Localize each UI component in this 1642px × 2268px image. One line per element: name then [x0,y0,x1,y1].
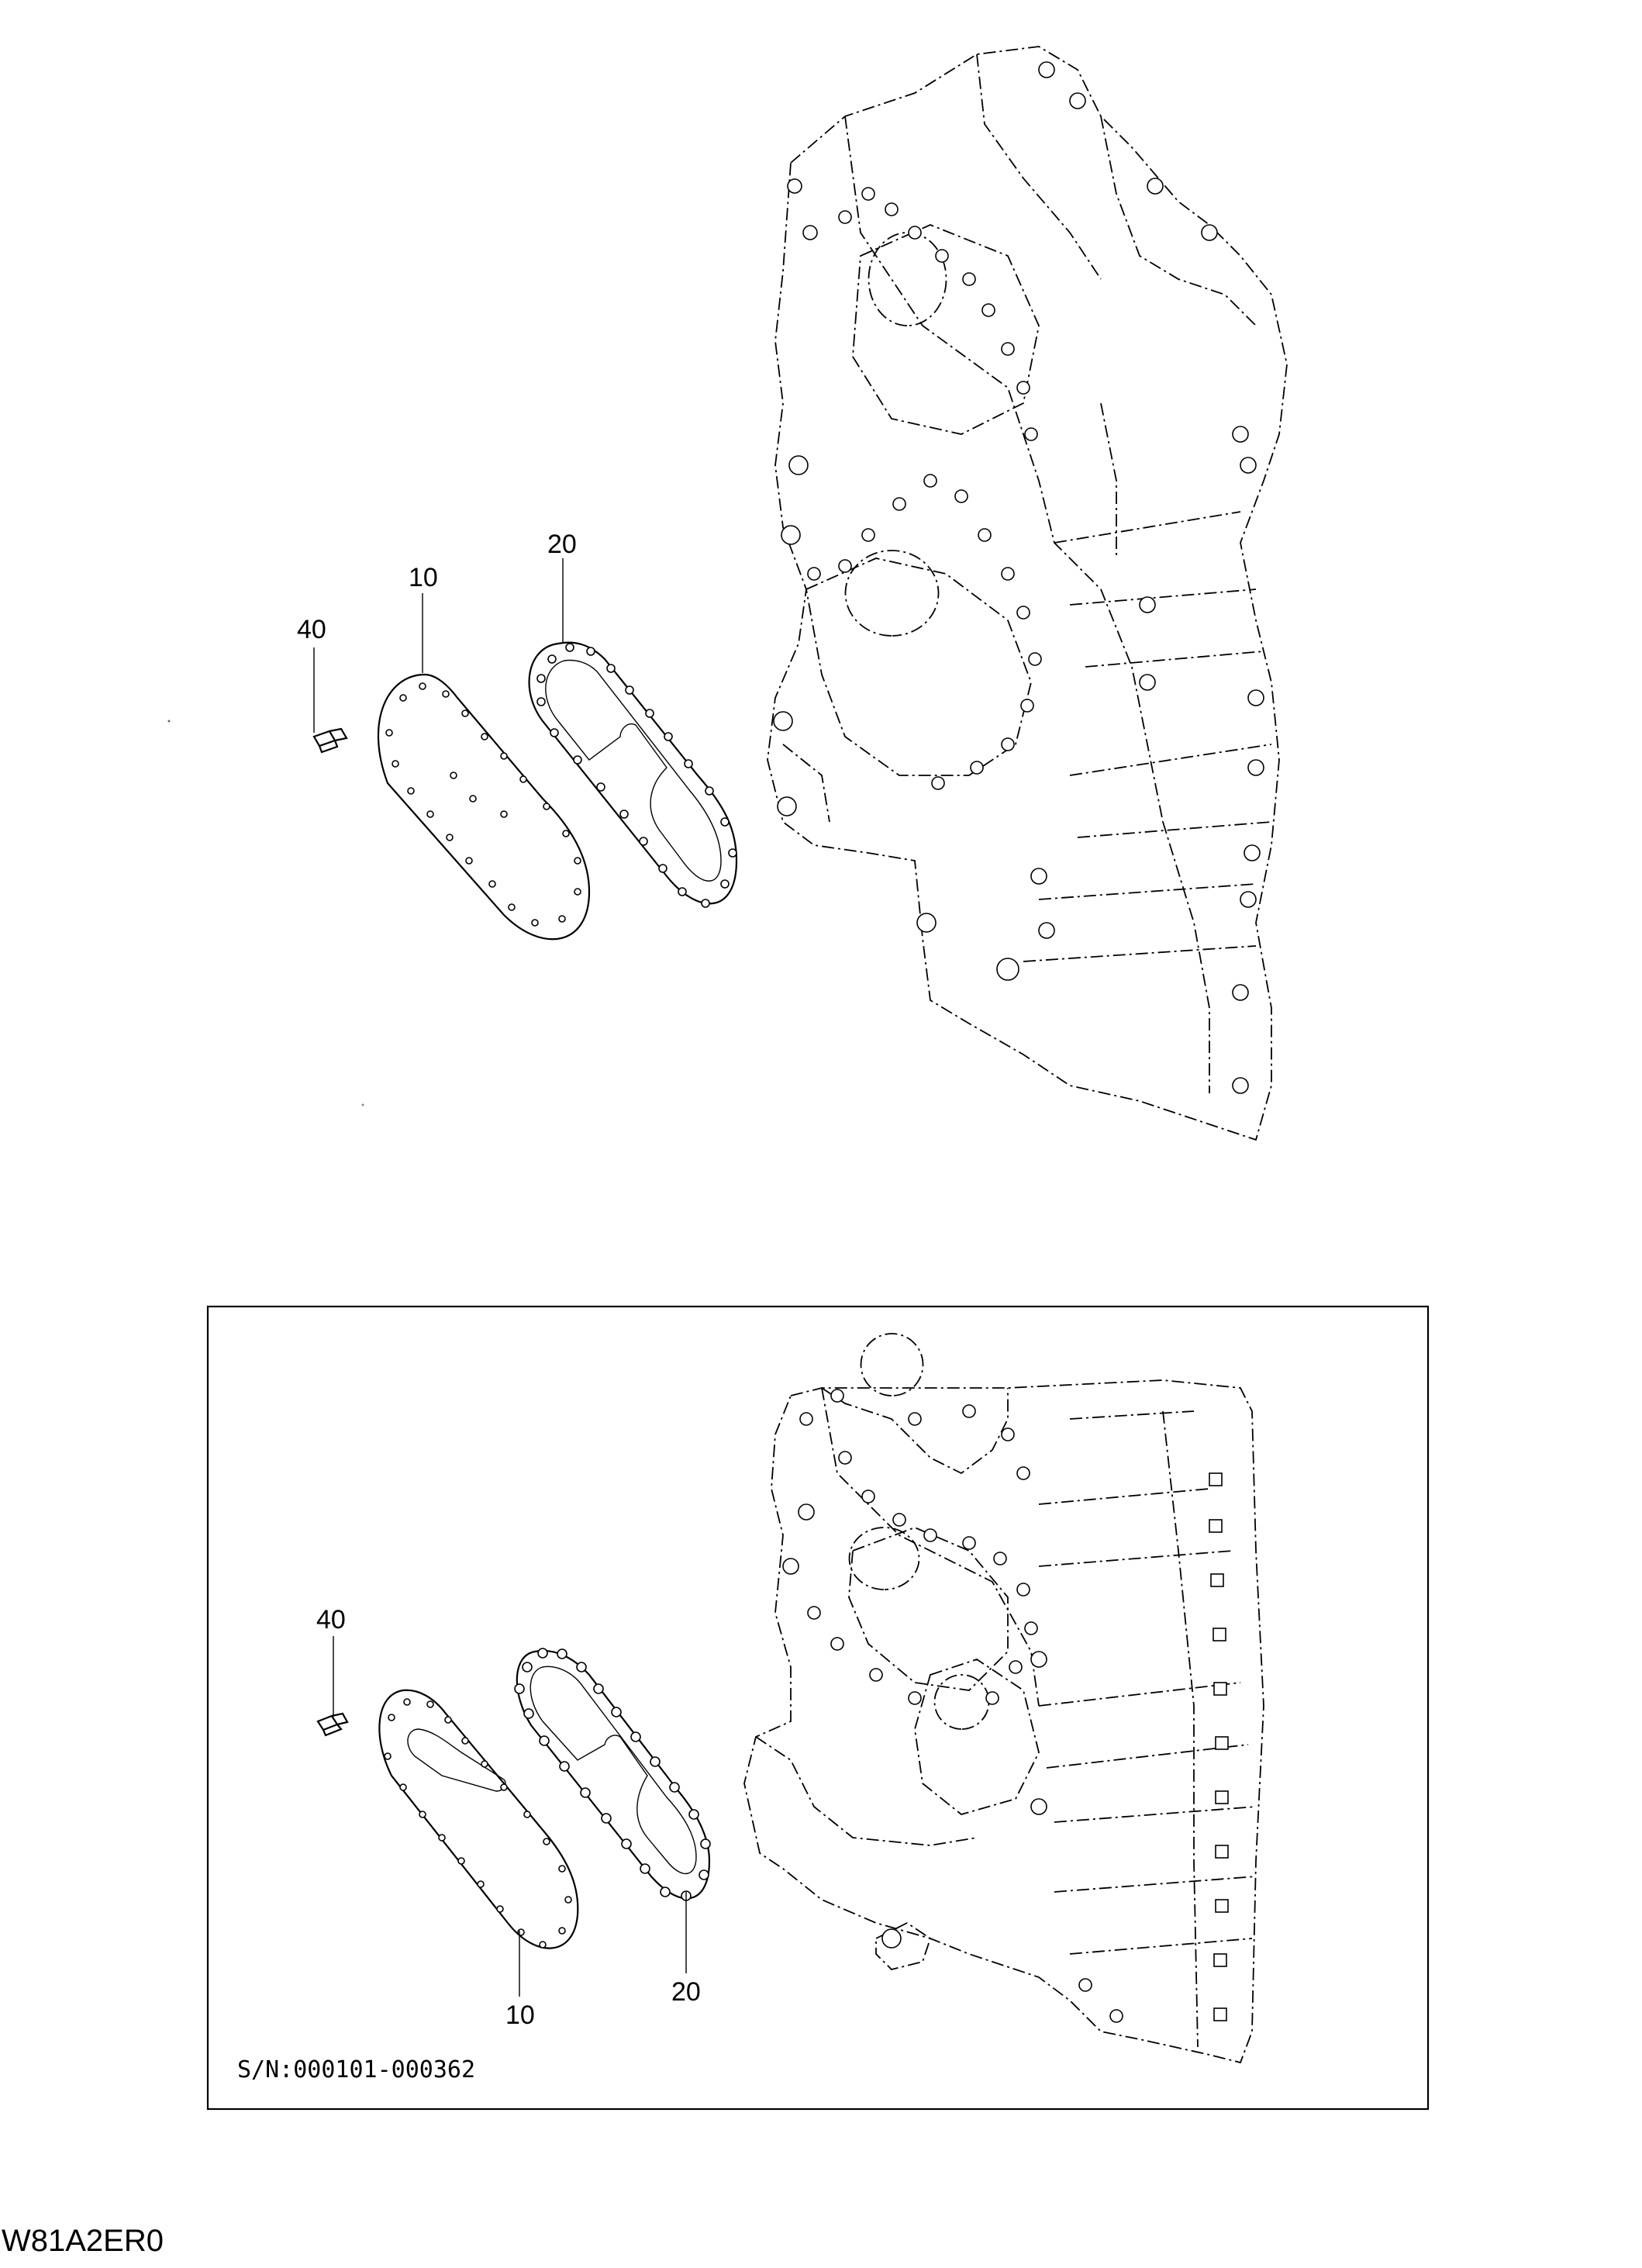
bottom-bolt [316,1712,349,1737]
bottom-housing [743,1333,1264,2064]
bottom-gasket [514,1648,711,1901]
top-bolt [312,727,348,754]
top-cover-plate [377,673,591,941]
top-callout-20: 20 [547,530,577,559]
bottom-callout-40: 40 [316,1605,346,1635]
bottom-leader-lines [333,1636,687,1997]
bottom-cover-plate [378,1689,579,1949]
top-housing [767,46,1288,1141]
bottom-callout-20: 20 [671,1977,701,2007]
top-callout-10: 10 [409,563,438,592]
top-gasket [528,641,738,908]
drawing-code: W81A2ER0 [2,2224,164,2258]
top-callout-40: 40 [297,615,326,644]
bottom-callout-10: 10 [505,2000,535,2030]
serial-number-range: S/N:000101-000362 [237,2056,476,2083]
variant-frame [206,1305,1430,2111]
top-leader-lines [313,558,564,733]
